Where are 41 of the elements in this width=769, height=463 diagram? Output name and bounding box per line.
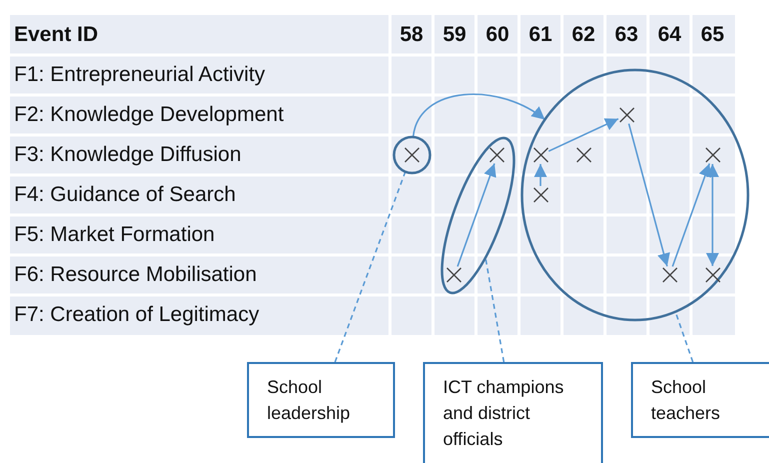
column-header: 61 (528, 22, 554, 48)
callout-box: ICT champions and district officials (423, 362, 603, 463)
arrow (534, 164, 547, 186)
leader-line (334, 172, 406, 362)
column-header: 64 (656, 22, 682, 48)
cross-mark (404, 147, 420, 163)
arrow (456, 163, 496, 267)
column-header: 65 (700, 22, 726, 48)
arrow (706, 164, 719, 266)
callout-box: School leadership (247, 362, 395, 438)
row-label: F7: Creation of Legitimacy (14, 302, 260, 328)
row-label: F6: Resource Mobilisation (14, 262, 257, 288)
cross-mark (532, 187, 548, 203)
arrow (548, 118, 619, 152)
cross-mark (618, 107, 634, 123)
cross-mark (704, 267, 720, 283)
highlight-circle (392, 135, 432, 175)
column-header: 63 (614, 22, 640, 48)
cross-mark (446, 266, 462, 283)
highlight-circle (520, 68, 750, 322)
row-label: F3: Knowledge Diffusion (14, 142, 242, 168)
cross-mark (489, 146, 506, 163)
column-header: Event ID (14, 22, 98, 48)
row-label: F1: Entrepreneurial Activity (14, 62, 265, 88)
column-header: 62 (570, 22, 596, 48)
row-label: F2: Knowledge Development (14, 102, 284, 128)
callout-box: School teachers (631, 362, 769, 438)
column-header: 58 (398, 22, 424, 48)
cross-mark (532, 147, 548, 163)
column-header: 59 (442, 22, 468, 48)
column-header: 60 (484, 22, 510, 48)
arrow (672, 163, 712, 267)
cross-mark (662, 267, 678, 283)
row-label: F4: Guidance of Search (14, 182, 236, 208)
cross-mark (704, 147, 720, 163)
row-label: F5: Market Formation (14, 222, 215, 248)
cross-mark (576, 147, 592, 163)
arrow (412, 94, 546, 138)
arrow (628, 123, 670, 267)
leader-line (484, 257, 505, 362)
highlight-ellipse (440, 136, 516, 294)
